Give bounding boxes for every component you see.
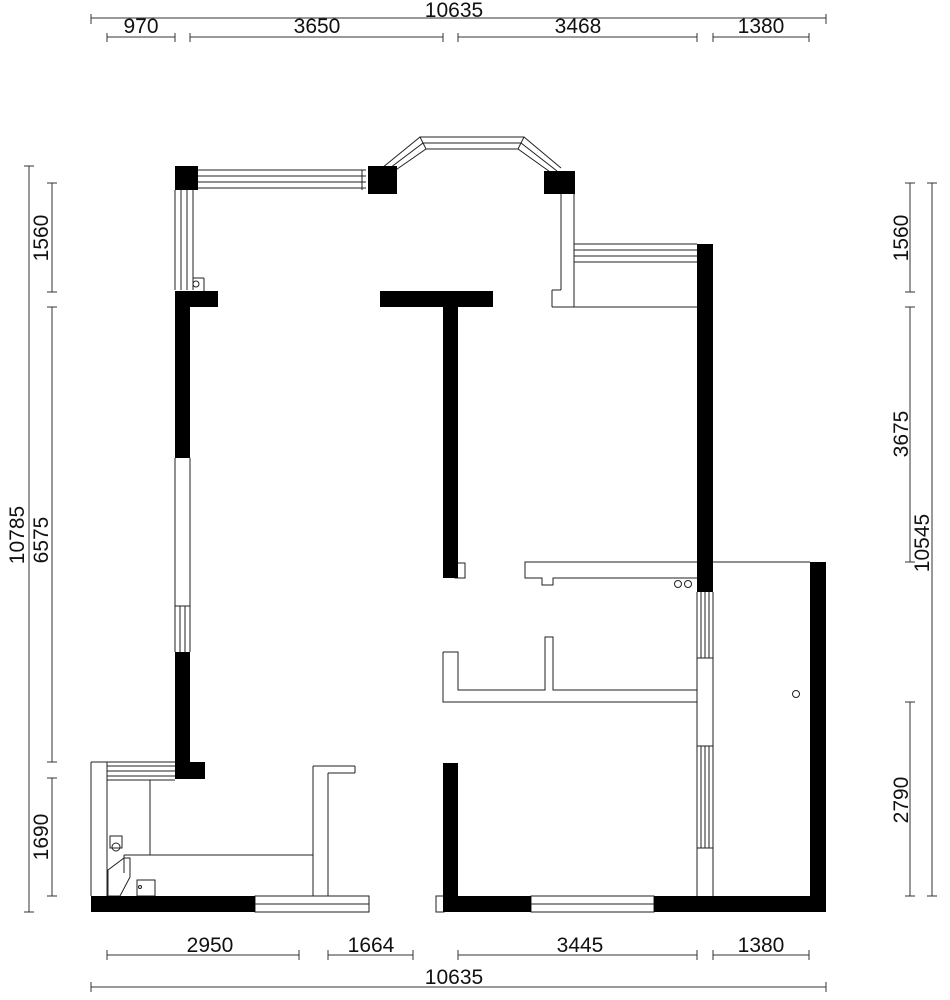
dim-left-1560: 1560 xyxy=(30,215,53,262)
dim-top-970: 970 xyxy=(123,15,158,38)
dim-top-1380: 1380 xyxy=(738,15,785,38)
dim-right-2790: 2790 xyxy=(890,777,913,824)
dim-bottom-total: 10635 xyxy=(425,966,483,989)
dim-top-total: 10635 xyxy=(425,0,483,22)
dim-left-6575: 6575 xyxy=(30,517,53,564)
dimension-labels: 10635 970 3650 3468 1380 2950 1664 3445 … xyxy=(6,0,934,989)
dim-top-3468: 3468 xyxy=(555,15,602,38)
dim-bottom-1380: 1380 xyxy=(738,934,785,957)
dim-top-3650: 3650 xyxy=(294,15,341,38)
dim-left-1690: 1690 xyxy=(30,814,53,861)
dim-bottom-1664: 1664 xyxy=(348,934,395,957)
dim-bottom-3445: 3445 xyxy=(557,934,604,957)
dim-bottom-2950: 2950 xyxy=(187,934,234,957)
column-top-right xyxy=(544,171,575,194)
dim-right-3675: 3675 xyxy=(890,411,913,458)
dimension-lines xyxy=(24,14,937,992)
walls xyxy=(91,166,826,912)
column-top-mid xyxy=(368,166,397,194)
column-top-left xyxy=(175,166,198,190)
dim-right-1560: 1560 xyxy=(890,215,913,262)
dim-right-total: 10545 xyxy=(911,514,934,572)
dim-left-total: 10785 xyxy=(6,506,29,564)
thin-lines xyxy=(90,136,810,913)
